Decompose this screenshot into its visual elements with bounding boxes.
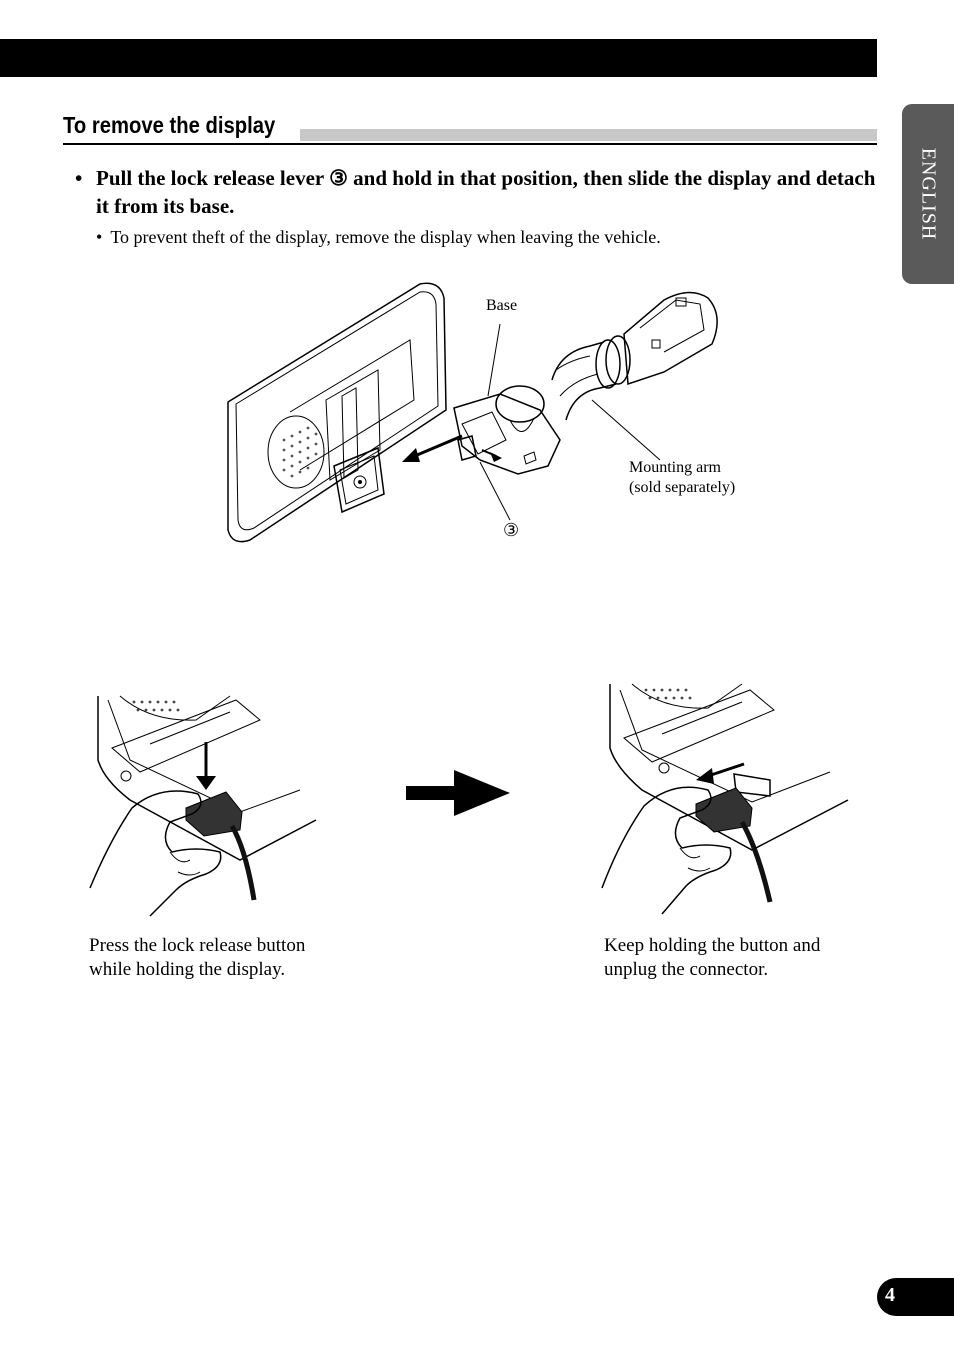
- language-tab: ENGLISH: [902, 104, 954, 284]
- instruction-main-text: Pull the lock release lever ③ and hold i…: [96, 166, 876, 218]
- label-lock-lever: ③: [503, 520, 520, 540]
- bullet-marker: •: [96, 227, 103, 247]
- title-rule: [63, 143, 877, 145]
- page-number: 4: [885, 1284, 895, 1306]
- step2-illustration: [601, 683, 849, 915]
- title-rule-shade: [300, 129, 877, 141]
- instruction-note: • To prevent theft of the display, remove…: [96, 225, 856, 249]
- step2-caption: Keep holding the button and unplug the c…: [604, 935, 821, 980]
- bullet-marker: •: [75, 166, 83, 190]
- label-sold-separately: (sold separately): [629, 479, 736, 496]
- page-number-tab: 4: [877, 1278, 954, 1316]
- section-title: To remove the display: [63, 112, 276, 138]
- step1-illustration: [89, 695, 317, 917]
- display-base-illustration: [227, 282, 718, 543]
- label-mounting-arm: Mounting arm: [629, 459, 721, 476]
- step1-caption: Press the lock release button while hold…: [89, 935, 306, 980]
- instruction-note-text: To prevent theft of the display, remove …: [110, 227, 661, 247]
- header-bar: [0, 39, 877, 77]
- instruction-main: • Pull the lock release lever ③ and hold…: [75, 164, 880, 220]
- step-arrow-icon: [406, 770, 510, 816]
- label-base: Base: [486, 297, 518, 314]
